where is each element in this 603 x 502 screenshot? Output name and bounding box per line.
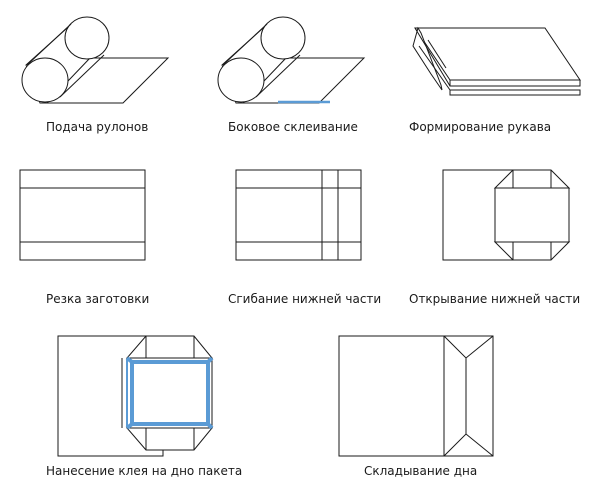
roll-feed-illustration: [21, 16, 170, 104]
caption-roll-feed: Подача рулонов: [46, 120, 149, 134]
caption-bottom-opening: Открывание нижней части: [409, 292, 581, 306]
sleeve-forming-illustration: [412, 26, 581, 96]
caption-bottom-glue: Нанесение клея на дно пакета: [46, 464, 243, 478]
bottom-folding-illustration: [235, 169, 362, 261]
caption-bottom-folding: Сгибание нижней части: [228, 292, 382, 306]
blank-cutting-illustration: [19, 169, 146, 261]
bottom-glue-illustration: [57, 335, 214, 457]
glue-lines: [125, 356, 214, 430]
bottom-closing-illustration: [338, 335, 494, 457]
caption-bottom-closing: Складывание дна: [364, 464, 478, 478]
caption-blank-cutting: Резка заготовки: [46, 292, 150, 306]
caption-sleeve-forming: Формирование рукава: [409, 120, 552, 134]
side-gluing-illustration: [217, 16, 366, 104]
caption-side-gluing: Боковое склеивание: [228, 120, 358, 134]
bottom-opening-illustration: [442, 169, 571, 261]
